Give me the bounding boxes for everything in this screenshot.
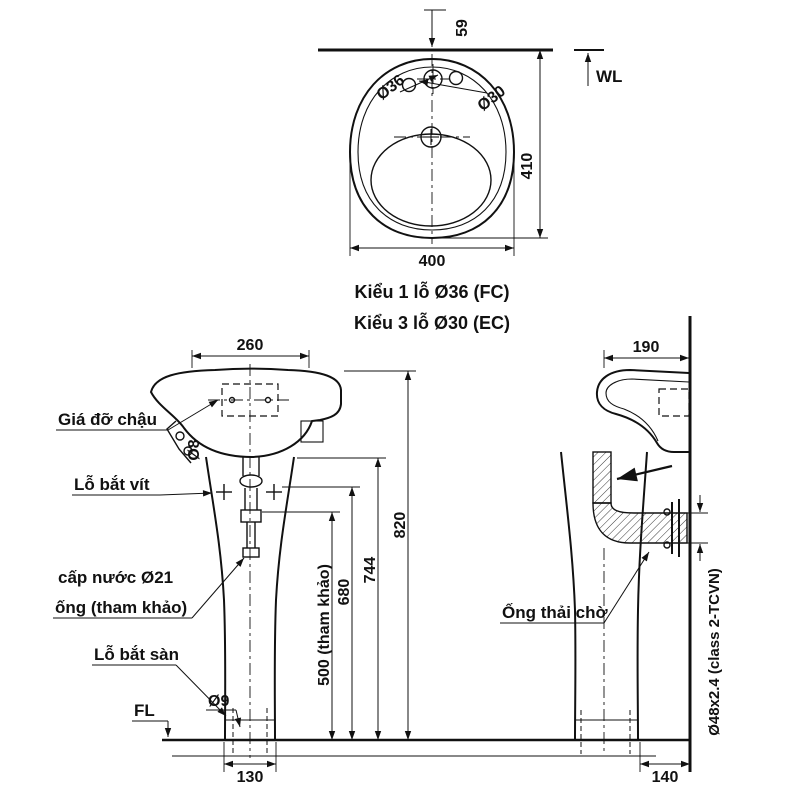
dim-140: 140 bbox=[639, 742, 690, 786]
height-dimensions: 820 744 680 500 (tham khảo) bbox=[262, 370, 416, 740]
dim-410: 410 bbox=[442, 50, 548, 239]
screw-hole-marks bbox=[216, 484, 282, 500]
dim-744-label: 744 bbox=[362, 557, 379, 584]
basin-side-inner bbox=[605, 378, 690, 410]
callout-floor-hole-dia: Ø9 bbox=[206, 693, 242, 728]
caption-line-2: Kiểu 3 lỗ Ø30 (EC) bbox=[354, 312, 510, 333]
basin-front-outline bbox=[149, 367, 342, 459]
dim-130-label: 130 bbox=[237, 769, 264, 786]
dim-820-label: 820 bbox=[392, 512, 409, 539]
basin-inner-rim bbox=[357, 66, 507, 231]
callout-screw-hole: Lỗ bắt vít bbox=[72, 475, 213, 497]
bracket-hole-dia-label: Ø8 bbox=[186, 439, 203, 460]
callout-bracket: Giá đỡ chậu bbox=[56, 399, 219, 431]
side-view: 190 bbox=[500, 339, 723, 786]
pedestal-side bbox=[560, 451, 648, 754]
drain-hole bbox=[420, 126, 442, 148]
caption-line-1: Kiểu 1 lỗ Ø36 (FC) bbox=[354, 281, 509, 302]
pedestal-front bbox=[205, 456, 295, 754]
dim-260: 260 bbox=[191, 337, 310, 368]
basin-side-outline bbox=[595, 368, 690, 453]
pipe-pointer-arrow bbox=[616, 464, 673, 482]
basin-side-bowl bbox=[623, 408, 659, 442]
callout-floor-level: FL bbox=[132, 701, 172, 737]
dim-260-label: 260 bbox=[237, 337, 264, 354]
floor bbox=[162, 738, 689, 757]
wall-bracket-hidden bbox=[658, 388, 690, 417]
bracket-label: Giá đỡ chậu bbox=[58, 410, 157, 429]
dim-820: 820 bbox=[344, 370, 416, 740]
dim-190: 190 bbox=[603, 339, 689, 368]
dim-pipe-dia bbox=[684, 495, 708, 561]
basin-bracket-detail bbox=[166, 420, 193, 464]
floor-level-label: FL bbox=[134, 701, 155, 720]
basin-bowl bbox=[370, 133, 492, 227]
waste-pipe-trap bbox=[592, 451, 688, 557]
supply-label-2: ống (tham khảo) bbox=[55, 598, 187, 617]
dim-744: 744 bbox=[297, 457, 386, 740]
faucet-holes bbox=[399, 64, 488, 94]
dim-410-label: 410 bbox=[519, 153, 536, 180]
mounting-bracket-hidden bbox=[208, 383, 292, 417]
water-line-marker: WL bbox=[574, 49, 622, 86]
callout-waste-pipe: Ống thải chờ bbox=[500, 551, 650, 624]
floor-hole-label: Lỗ bắt sàn bbox=[94, 645, 179, 664]
basin-side-notch bbox=[300, 420, 324, 443]
dim-500: 500 (tham khảo) bbox=[262, 511, 340, 740]
supply-label-1: cấp nước Ø21 bbox=[58, 568, 173, 587]
callout-water-supply: cấp nước Ø21 ống (tham khảo) bbox=[53, 557, 245, 619]
callout-floor-hole: Lỗ bắt sàn bbox=[92, 645, 227, 717]
top-view: 59 WL Ø36 Ø30 bbox=[318, 9, 622, 333]
waste-pipe-spec-label: Ø48x2.4 (class 2-TCVN) bbox=[706, 568, 723, 736]
water-line-label: WL bbox=[596, 67, 622, 86]
dim-400-label: 400 bbox=[419, 253, 446, 270]
dim-59: 59 bbox=[424, 9, 471, 47]
dim-680-label: 680 bbox=[336, 579, 353, 606]
basin-outer-rim bbox=[348, 57, 516, 240]
dim-140-label: 140 bbox=[652, 769, 679, 786]
dim-500-label: 500 (tham khảo) bbox=[316, 564, 333, 686]
dim-130: 130 bbox=[223, 742, 277, 786]
hole-dia-30-label: Ø30 bbox=[475, 83, 509, 115]
waste-pipe-label: Ống thải chờ bbox=[502, 602, 609, 622]
screw-hole-label: Lỗ bắt vít bbox=[74, 475, 150, 494]
hole-dia-36-label: Ø36 bbox=[374, 72, 408, 104]
drain-pipe-assembly bbox=[239, 457, 263, 558]
front-view: 260 Ø8 bbox=[53, 337, 342, 786]
dim-400: 400 bbox=[349, 158, 515, 270]
dim-59-label: 59 bbox=[454, 19, 471, 37]
dim-680: 680 bbox=[282, 486, 360, 740]
floor-hole-dia-label: Ø9 bbox=[208, 693, 229, 710]
dim-190-label: 190 bbox=[633, 339, 660, 356]
